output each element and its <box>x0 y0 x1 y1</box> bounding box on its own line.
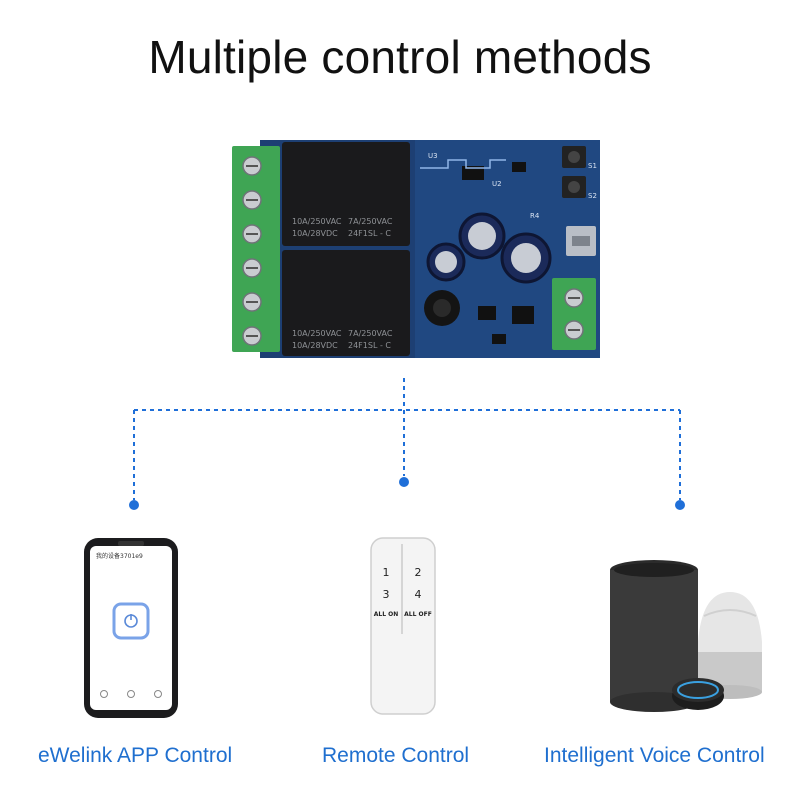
mark-u2: U2 <box>492 180 502 188</box>
connector-dot-center <box>399 477 409 487</box>
mark-s1: S1 <box>588 162 597 170</box>
phone-header: 我的设备3701e9 <box>96 552 143 560</box>
relay-2-spec-1b: 7A/250VAC <box>348 329 393 338</box>
relay-2-spec-2b: 24F1SL - C <box>348 341 391 350</box>
method-label-voice: Intelligent Voice Control <box>544 744 765 767</box>
relay-1-spec-2b: 24F1SL - C <box>348 229 391 238</box>
relay-1 <box>282 142 410 246</box>
remote-control-icon: 1 2 3 4 ALL ON ALL OFF <box>370 537 436 715</box>
relay-1-spec-1a: 10A/250VAC <box>292 217 342 226</box>
relay-1-spec-2a: 10A/28VDC <box>292 229 338 238</box>
relay-board-image: 10A/250VAC 7A/250VAC 10A/28VDC 24F1SL - … <box>232 140 600 358</box>
remote-key-1: 1 <box>383 566 390 579</box>
relay-2-spec-2a: 10A/28VDC <box>292 341 338 350</box>
relay-1-spec-1b: 7A/250VAC <box>348 217 393 226</box>
remote-key-4: 4 <box>415 588 422 601</box>
page-title: Multiple control methods <box>148 31 652 83</box>
mark-s2: S2 <box>588 192 597 200</box>
remote-key-all-on: ALL ON <box>374 611 399 618</box>
terminal-block-left <box>232 146 280 352</box>
relay-2 <box>282 250 410 356</box>
connector-dot-left <box>129 500 139 510</box>
remote-key-3: 3 <box>383 588 390 601</box>
smart-speakers-icon <box>610 560 762 712</box>
remote-key-2: 2 <box>415 566 422 579</box>
connector-dot-right <box>675 500 685 510</box>
mark-r4: R4 <box>530 212 540 220</box>
smartphone-app-icon: 我的设备3701e9 <box>84 538 178 718</box>
terminal-block-right <box>552 278 596 350</box>
relay-2-spec-1a: 10A/250VAC <box>292 329 342 338</box>
mark-u3: U3 <box>428 152 438 160</box>
method-label-app: eWelink APP Control <box>38 744 233 767</box>
method-label-remote: Remote Control <box>322 744 470 767</box>
remote-key-all-off: ALL OFF <box>404 611 432 618</box>
